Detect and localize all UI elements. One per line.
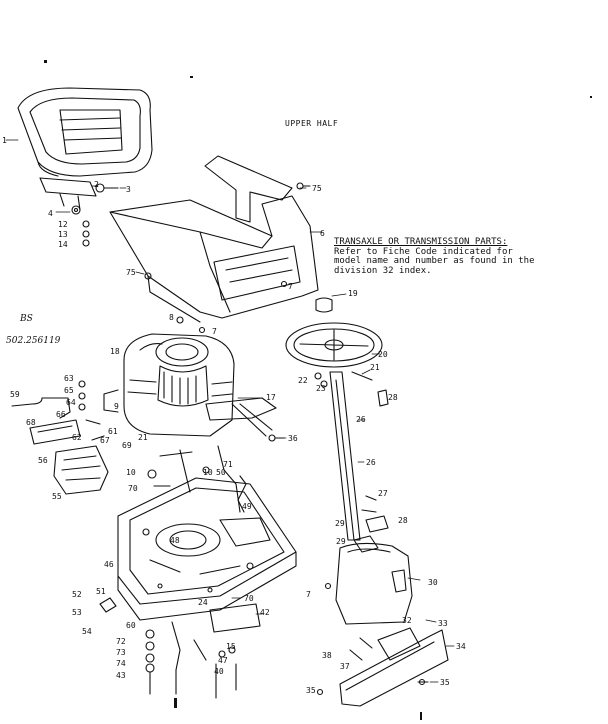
part-label: 75 bbox=[312, 184, 322, 193]
part-label: 60 bbox=[126, 621, 136, 630]
part-label: 65 bbox=[64, 386, 74, 395]
part-label: 9 bbox=[114, 402, 119, 411]
part-label: 32 bbox=[402, 616, 412, 625]
handwritten-note: BS bbox=[20, 314, 33, 324]
transaxle-note: TRANSAXLE OR TRANSMISSION PARTS: Refer t… bbox=[334, 237, 584, 276]
part-label: 70 bbox=[128, 484, 138, 493]
part-label: 68 bbox=[26, 418, 36, 427]
seat-drawing bbox=[17, 87, 153, 211]
levers-drawing bbox=[147, 397, 277, 513]
part-label: 7 bbox=[306, 590, 311, 599]
leader-lines bbox=[5, 139, 455, 683]
note-line: division 32 index. bbox=[334, 265, 432, 276]
part-label: 55 bbox=[52, 492, 62, 501]
part-label: 27 bbox=[378, 489, 388, 498]
part-label: 21 bbox=[138, 433, 148, 442]
part-label: 3 bbox=[126, 185, 131, 194]
part-label: 63 bbox=[64, 374, 74, 383]
part-label: 24 bbox=[198, 598, 208, 607]
part-label: 67 bbox=[100, 436, 110, 445]
part-label: 26 bbox=[366, 458, 376, 467]
part-label: 70 bbox=[244, 594, 254, 603]
fasteners bbox=[144, 182, 429, 696]
part-label: 10 bbox=[126, 468, 136, 477]
part-label: 62 bbox=[72, 433, 82, 442]
part-label: 53 bbox=[72, 608, 82, 617]
hood-drawing bbox=[109, 155, 319, 323]
part-label: 38 bbox=[322, 651, 332, 660]
part-label: 73 bbox=[116, 648, 126, 657]
note-line: Refer to Fiche Code indicated for bbox=[334, 246, 513, 257]
diagram-title: UPPER HALF bbox=[285, 119, 339, 128]
part-label: 15 bbox=[226, 642, 236, 651]
part-label: 37 bbox=[340, 662, 350, 671]
part-label: 7 bbox=[212, 327, 217, 336]
part-label: 54 bbox=[82, 627, 92, 636]
seat-hardware bbox=[71, 183, 119, 247]
part-label: 33 bbox=[438, 619, 448, 628]
part-label: 43 bbox=[116, 671, 126, 680]
part-label: 50 bbox=[216, 468, 226, 477]
part-label: 22 bbox=[298, 376, 308, 385]
part-label: 26 bbox=[356, 415, 366, 424]
part-label: 49 bbox=[242, 502, 252, 511]
part-label: 75 bbox=[126, 268, 136, 277]
part-label: 48 bbox=[170, 536, 180, 545]
lower-hardware bbox=[99, 597, 261, 699]
part-label: 14 bbox=[58, 240, 68, 249]
part-label: 72 bbox=[116, 637, 126, 646]
part-label: 28 bbox=[398, 516, 408, 525]
part-label: 13 bbox=[58, 230, 68, 239]
part-label: 59 bbox=[10, 390, 20, 399]
part-label: 64 bbox=[66, 398, 76, 407]
part-label: 23 bbox=[316, 384, 326, 393]
part-label: 35 bbox=[440, 678, 450, 687]
steering-column-drawing bbox=[314, 371, 389, 541]
part-label: 28 bbox=[388, 393, 398, 402]
part-label: 51 bbox=[96, 587, 106, 596]
part-label: 20 bbox=[378, 350, 388, 359]
part-label: 42 bbox=[260, 608, 270, 617]
console-drawing bbox=[335, 515, 413, 625]
part-label: 1 bbox=[2, 136, 7, 145]
frame-drawing bbox=[117, 477, 297, 621]
part-label: 17 bbox=[266, 393, 276, 402]
engine-drawing bbox=[103, 333, 235, 437]
part-label: 36 bbox=[288, 434, 298, 443]
part-label: 47 bbox=[218, 656, 228, 665]
part-label: 8 bbox=[169, 313, 174, 322]
part-label: 56 bbox=[38, 456, 48, 465]
part-label: 6 bbox=[320, 229, 325, 238]
linkage-drawing bbox=[11, 380, 109, 495]
note-line: TRANSAXLE OR TRANSMISSION PARTS: bbox=[334, 237, 508, 247]
part-label: 40 bbox=[214, 667, 224, 676]
part-label: 30 bbox=[428, 578, 438, 587]
part-label: 66 bbox=[56, 410, 66, 419]
part-label: 7 bbox=[288, 282, 293, 291]
part-label: 35 bbox=[306, 686, 316, 695]
part-label: 21 bbox=[370, 363, 380, 372]
part-label: 18 bbox=[110, 347, 120, 356]
part-label: 46 bbox=[104, 560, 114, 569]
part-label: 2 bbox=[94, 180, 99, 189]
part-label: 61 bbox=[108, 427, 118, 436]
footrest-drawing bbox=[339, 627, 449, 707]
part-label: 29 bbox=[336, 537, 346, 546]
part-label: 69 bbox=[122, 441, 132, 450]
part-label: 4 bbox=[48, 209, 53, 218]
part-label: 29 bbox=[335, 519, 345, 528]
part-label: 74 bbox=[116, 659, 126, 668]
part-label: 10 bbox=[203, 468, 213, 477]
part-label: 71 bbox=[223, 460, 233, 469]
steering-wheel-drawing bbox=[285, 297, 383, 368]
part-label: 12 bbox=[58, 220, 68, 229]
part-label: 19 bbox=[348, 289, 358, 298]
part-label: 34 bbox=[456, 642, 466, 651]
note-line: model name and number as found in the bbox=[334, 256, 535, 266]
handwritten-model-number: 502.256119 bbox=[6, 336, 61, 346]
part-label: 52 bbox=[72, 590, 82, 599]
